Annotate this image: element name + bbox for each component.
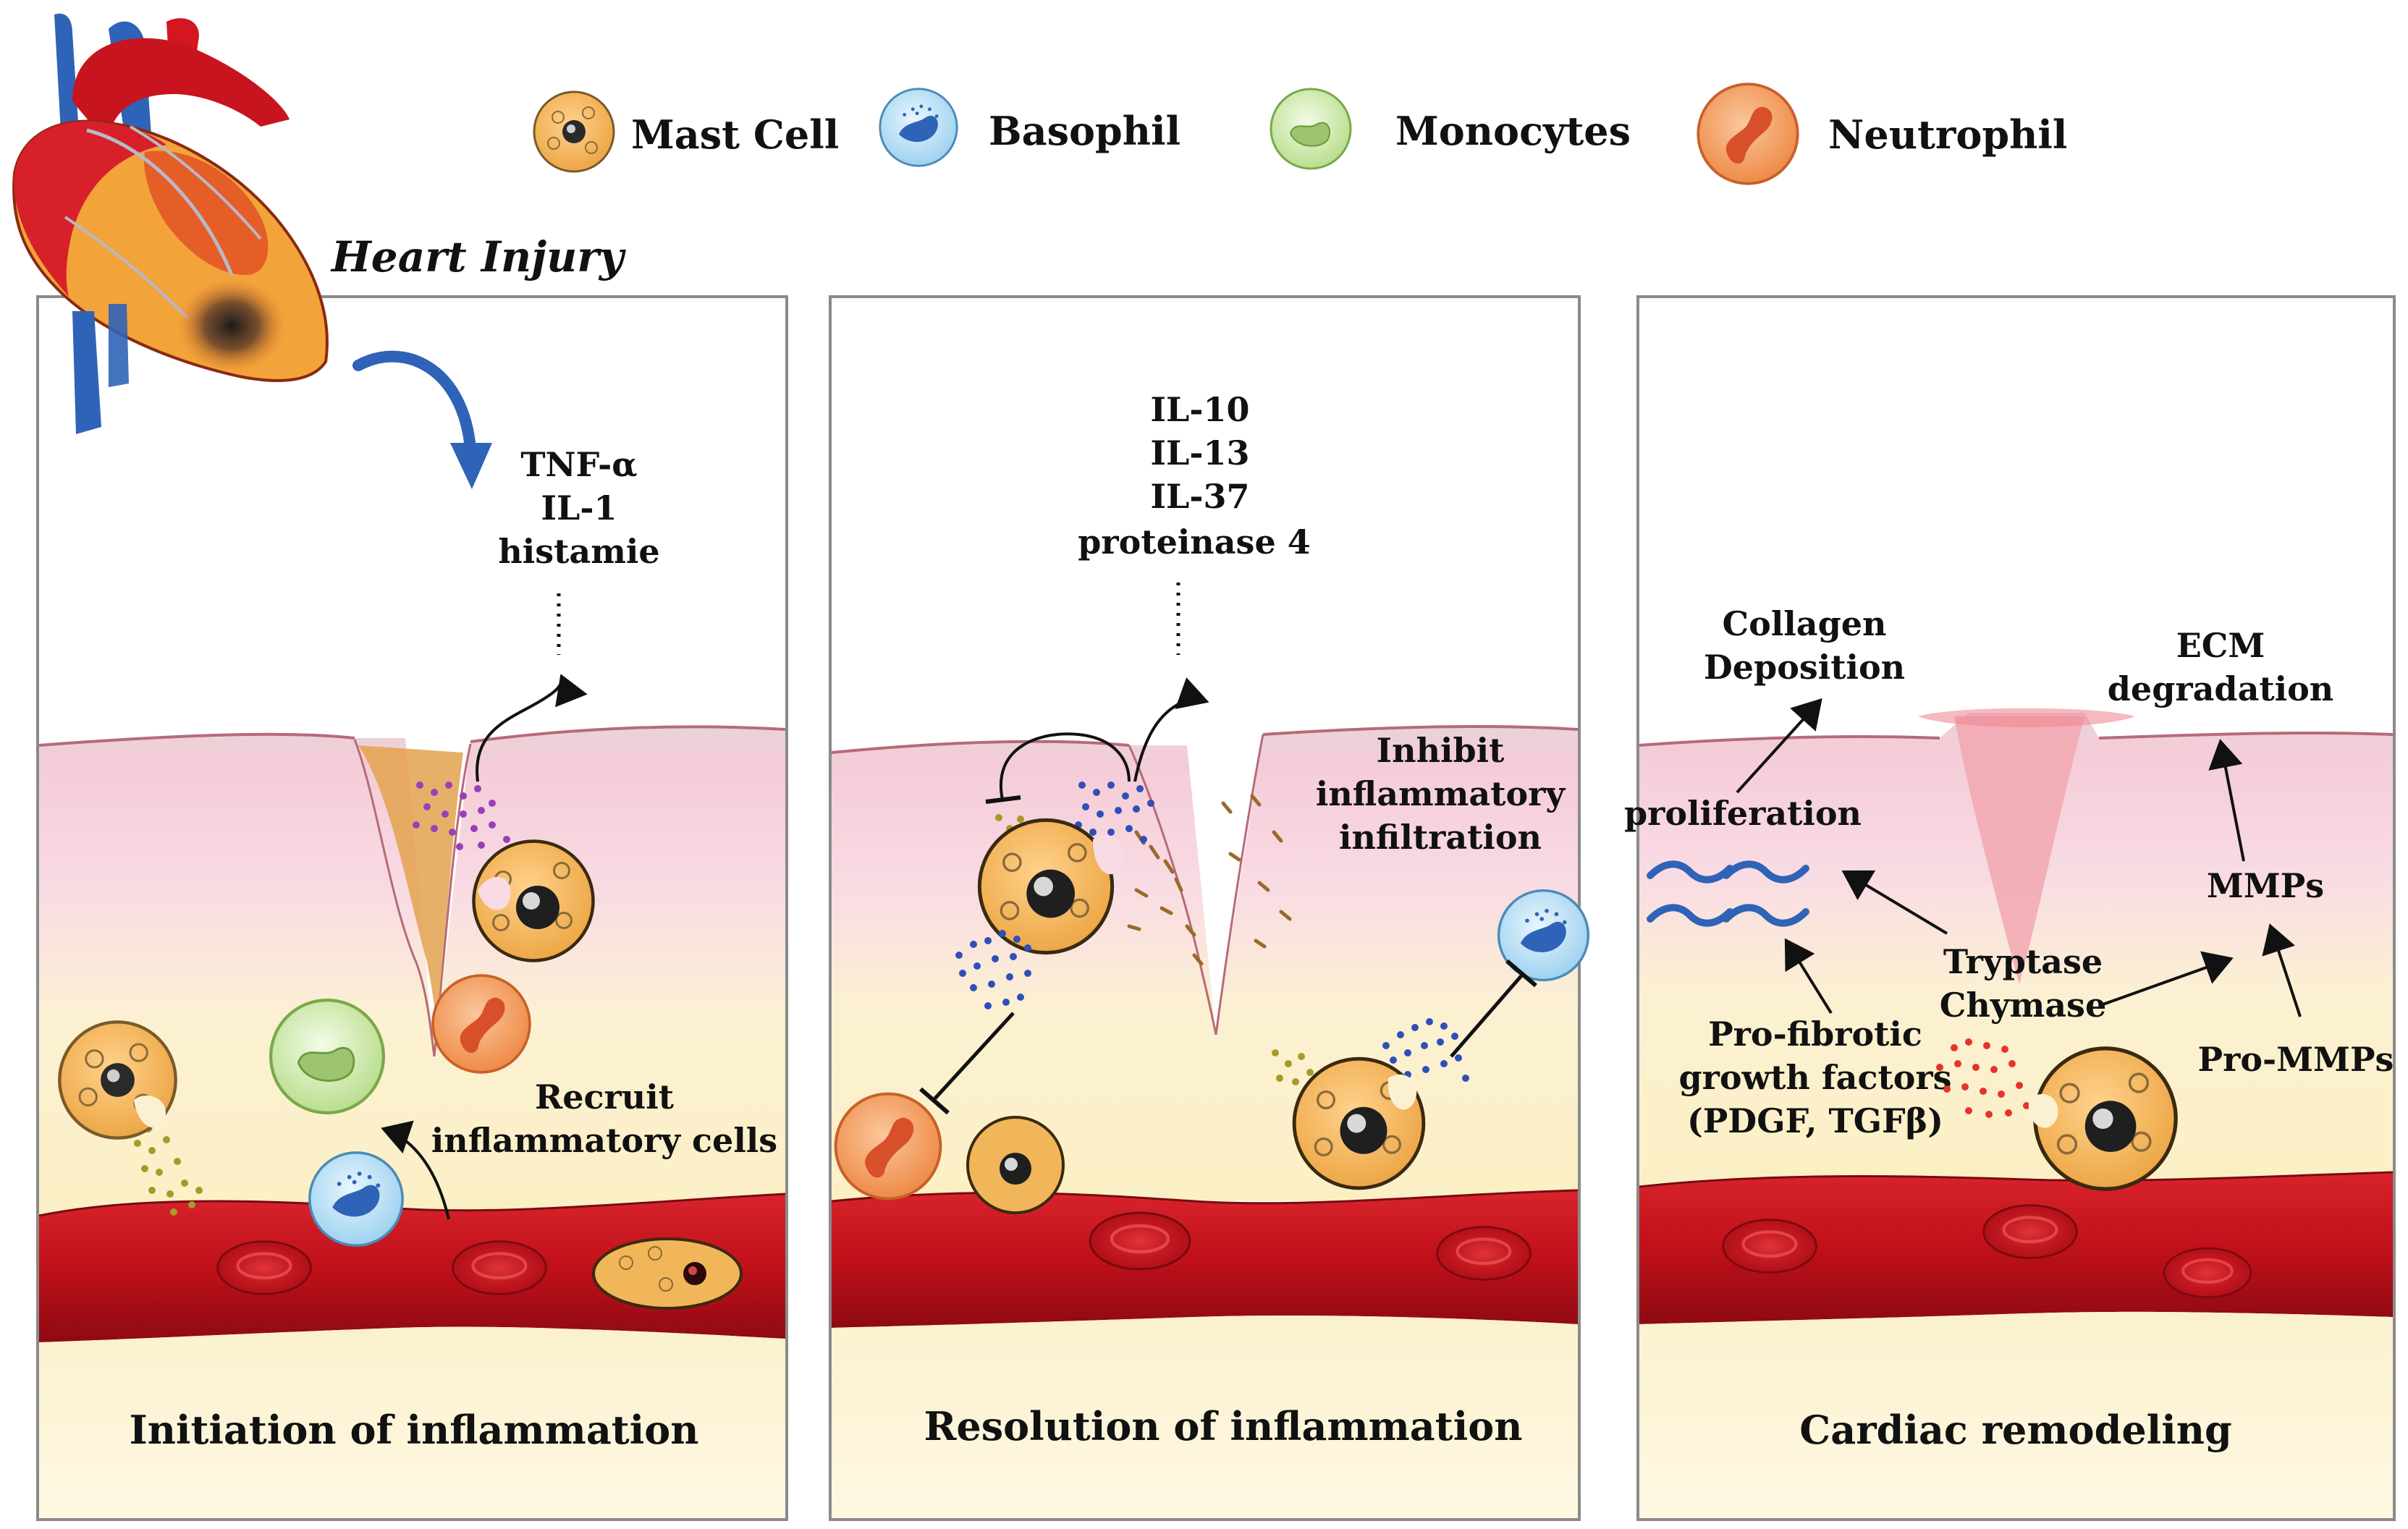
legend-item-neutrophil: Neutrophil: [1697, 82, 2067, 185]
arrow-prommps-to-mmps: [2262, 923, 2302, 1017]
legend-item-mast-cell: Mast Cell: [533, 90, 839, 173]
collagen-text: Collagen: [1723, 604, 1887, 643]
collagen-label: Collagen Deposition: [1704, 604, 1905, 687]
profibrotic-text: Pro-fibrotic: [1708, 1015, 1922, 1054]
red-blood-cell: [2163, 1247, 2252, 1299]
mast-cell-notch: [478, 876, 511, 910]
mast-cell-notch: [134, 1096, 166, 1128]
legend-label: Monocytes: [1395, 108, 1631, 154]
panel-title: Resolution of inflammation: [924, 1403, 1522, 1449]
ecm-label: ECM degradation: [2108, 626, 2333, 708]
monocyte-cell: [271, 1000, 384, 1113]
neutrophil-cell: [431, 974, 531, 1074]
granules-blue: [955, 930, 1031, 1009]
mediator-label: proteinase 4: [1078, 522, 1311, 562]
ecm-text: degradation: [2108, 669, 2333, 708]
legend-label: Mast Cell: [631, 111, 839, 158]
arrow-to-waves: [1784, 938, 1833, 1015]
legend-item-monocytes: Monocytes: [1270, 88, 1631, 170]
action-label: Recruit: [535, 1077, 675, 1117]
granules-red: [1936, 1038, 2030, 1118]
granules-blue: [1075, 782, 1154, 854]
red-blood-cell: [1984, 1206, 2077, 1258]
mast-cell-small: [966, 1116, 1065, 1214]
mediator-label: IL-13: [1151, 433, 1250, 473]
basophil-cell: [308, 1151, 404, 1247]
red-blood-cell: [453, 1242, 546, 1295]
tissue-panel-3: [1639, 708, 2394, 1518]
mediator-label: IL-10: [1151, 390, 1250, 429]
action-label: inflammatory cells: [431, 1121, 777, 1160]
granules-olive: [1272, 1049, 1314, 1085]
mmps-label: MMPs: [2207, 866, 2324, 905]
profibrotic-text: (PDGF, TGFβ): [1687, 1101, 1943, 1140]
mediator-label: TNF-α: [520, 445, 637, 484]
fibroblast-waves: [1647, 860, 1809, 927]
panel-2-mediators: IL-10 IL-13 IL-37 proteinase 4: [1078, 390, 1311, 562]
mast-cell-notch: [1387, 1074, 1417, 1110]
mediator-label: histamie: [498, 532, 659, 571]
release-arrow: [1133, 677, 1209, 782]
arrow-to-mmps: [2098, 951, 2234, 1007]
mast-cell-notch: [2028, 1093, 2058, 1128]
panel-title: Initiation of inflammation: [129, 1407, 698, 1453]
blood-vessel: [39, 1194, 785, 1342]
ecm-text: ECM: [2176, 626, 2265, 665]
panel-1-action: Recruit inflammatory cells: [431, 1077, 777, 1160]
inhibit-bar: [985, 795, 1021, 804]
inhibit-line: [1450, 972, 1525, 1058]
action-label: infiltration: [1339, 818, 1542, 857]
granules-purple: [413, 782, 510, 850]
panel-1-mediators: TNF-α IL-1 histamie: [498, 445, 659, 571]
action-label: inflammatory: [1316, 774, 1566, 813]
blood-vessel: [832, 1190, 1578, 1328]
profibrotic-label: Pro-fibrotic growth factors (PDGF, TGFβ): [1678, 1015, 1951, 1140]
action-label: Inhibit: [1377, 731, 1505, 770]
inhibit-line: [932, 1012, 1015, 1101]
tissue-panel-1: [38, 725, 786, 1518]
inhibit-bar: [1505, 959, 1537, 988]
feedback-loop: [1000, 732, 1131, 800]
legend-label: Neutrophil: [1828, 111, 2067, 158]
granules-brown: [1127, 794, 1292, 966]
release-arrow: [476, 674, 588, 782]
recruit-arrow: [381, 1120, 450, 1220]
red-blood-cell: [1723, 1220, 1817, 1273]
panel-title: Cardiac remodeling: [1799, 1407, 2231, 1453]
enzyme-text: Tryptase: [1943, 942, 2103, 981]
mediator-label: IL-37: [1151, 477, 1250, 516]
enzyme-text: Chymase: [1940, 986, 2106, 1025]
basophil-icon: [879, 88, 958, 167]
collagen-text: Deposition: [1704, 648, 1905, 687]
enzymes-label: Tryptase Chymase: [1940, 942, 2106, 1025]
neutrophil-cell: [834, 1092, 942, 1200]
red-blood-cell: [218, 1242, 311, 1295]
profibrotic-text: growth factors: [1678, 1058, 1951, 1097]
monocyte-icon: [1270, 88, 1352, 170]
red-blood-cell: [1090, 1213, 1190, 1269]
mast-cell-in-vessel: [592, 1237, 743, 1310]
proliferation-label: proliferation: [1624, 794, 1862, 833]
legend: Mast Cell Basophil Monocytes Neutrophil: [533, 82, 2067, 185]
arrow-to-proliferation: [1841, 870, 1948, 935]
inhibit-bar: [919, 1087, 950, 1115]
neutrophil-icon: [1697, 82, 1799, 185]
red-blood-cell: [1437, 1227, 1531, 1280]
mast-cell-icon: [533, 90, 615, 173]
legend-item-basophil: Basophil: [879, 88, 1180, 167]
arrow-to-ecm: [2208, 739, 2245, 862]
prommps-label: Pro-MMPs: [2198, 1040, 2394, 1079]
heart-icon: [12, 13, 329, 434]
mediator-label: IL-1: [541, 488, 617, 528]
mast-cell-notch: [1093, 835, 1124, 875]
heart-injury-label: Heart Injury: [330, 232, 627, 281]
panel-2-action: Inhibit inflammatory infiltration: [1316, 731, 1566, 857]
legend-label: Basophil: [989, 108, 1180, 154]
injury-arrow: [352, 350, 492, 489]
arrow-to-collagen: [1736, 698, 1822, 794]
